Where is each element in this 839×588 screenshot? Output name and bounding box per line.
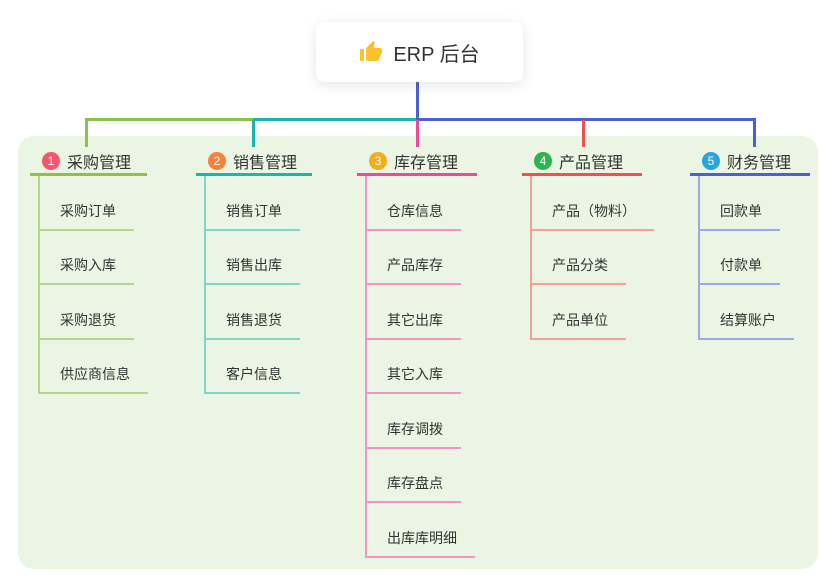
connector-drop-finance: [753, 120, 756, 147]
children-sales: 销售订单 销售出库 销售退货 客户信息: [204, 176, 312, 394]
connector-root-line: [416, 82, 419, 121]
branch-sales: 2 销售管理 销售订单 销售出库 销售退货 客户信息: [196, 148, 312, 394]
thumbs-up-icon: [359, 40, 383, 64]
branch-title-label: 财务管理: [727, 154, 792, 172]
child-node[interactable]: 产品库存: [367, 255, 461, 285]
child-node[interactable]: 库存盘点: [367, 473, 461, 503]
root-node[interactable]: ERP 后台: [316, 22, 523, 82]
branch-title-label: 销售管理: [233, 154, 298, 172]
branch-title-label: 库存管理: [394, 154, 459, 172]
root-node-label: ERP 后台: [393, 43, 480, 66]
badge-number-5: 5: [702, 151, 720, 170]
child-node[interactable]: 采购退货: [40, 310, 134, 340]
child-node[interactable]: 其它入库: [367, 364, 461, 394]
child-node[interactable]: 采购入库: [40, 255, 134, 285]
badge-number-3: 3: [369, 151, 387, 170]
child-node[interactable]: 其它出库: [367, 310, 461, 340]
child-node[interactable]: 销售订单: [206, 201, 300, 231]
branch-product: 4 产品管理 产品（物料） 产品分类 产品单位: [522, 148, 654, 340]
badge-number-4: 4: [534, 151, 552, 170]
connector-bus-mid: [253, 118, 418, 121]
child-node[interactable]: 产品分类: [532, 255, 626, 285]
child-node[interactable]: 销售出库: [206, 255, 300, 285]
branch-title-inventory[interactable]: 3 库存管理: [357, 148, 477, 176]
branch-title-label: 产品管理: [559, 154, 624, 172]
connector-drop-product: [582, 120, 585, 147]
child-node[interactable]: 付款单: [700, 255, 780, 285]
child-node[interactable]: 库存调拨: [367, 419, 461, 449]
branch-finance: 5 财务管理 回款单 付款单 结算账户: [690, 148, 810, 340]
child-node[interactable]: 结算账户: [700, 310, 794, 340]
connector-drop-inventory: [416, 120, 419, 147]
branch-title-product[interactable]: 4 产品管理: [522, 148, 642, 176]
children-finance: 回款单 付款单 结算账户: [698, 176, 810, 340]
connector-bus-left: [85, 118, 254, 121]
branch-title-label: 采购管理: [67, 154, 132, 172]
children-purchase: 采购订单 采购入库 采购退货 供应商信息: [38, 176, 148, 394]
child-node[interactable]: 产品单位: [532, 310, 626, 340]
child-node[interactable]: 销售退货: [206, 310, 300, 340]
child-node[interactable]: 产品（物料）: [532, 201, 654, 231]
children-inventory: 仓库信息 产品库存 其它出库 其它入库 库存调拨 库存盘点 出库库明细: [365, 176, 477, 558]
connector-bus-right: [416, 118, 756, 121]
child-node[interactable]: 客户信息: [206, 364, 300, 394]
branch-title-sales[interactable]: 2 销售管理: [196, 148, 312, 176]
branch-title-purchase[interactable]: 1 采购管理: [30, 148, 147, 176]
canvas-panel: [18, 136, 818, 569]
connector-drop-sales: [252, 120, 255, 147]
branch-title-finance[interactable]: 5 财务管理: [690, 148, 810, 176]
child-node[interactable]: 供应商信息: [40, 364, 148, 394]
child-node[interactable]: 采购订单: [40, 201, 134, 231]
child-node[interactable]: 出库库明细: [367, 528, 475, 558]
child-node[interactable]: 仓库信息: [367, 201, 461, 231]
branch-purchase: 1 采购管理 采购订单 采购入库 采购退货 供应商信息: [30, 148, 148, 394]
badge-number-1: 1: [42, 151, 60, 170]
badge-number-2: 2: [208, 151, 226, 170]
branch-inventory: 3 库存管理 仓库信息 产品库存 其它出库 其它入库 库存调拨 库存盘点 出库库…: [357, 148, 477, 558]
child-node[interactable]: 回款单: [700, 201, 780, 231]
connector-drop-purchase: [85, 120, 88, 147]
children-product: 产品（物料） 产品分类 产品单位: [530, 176, 654, 340]
